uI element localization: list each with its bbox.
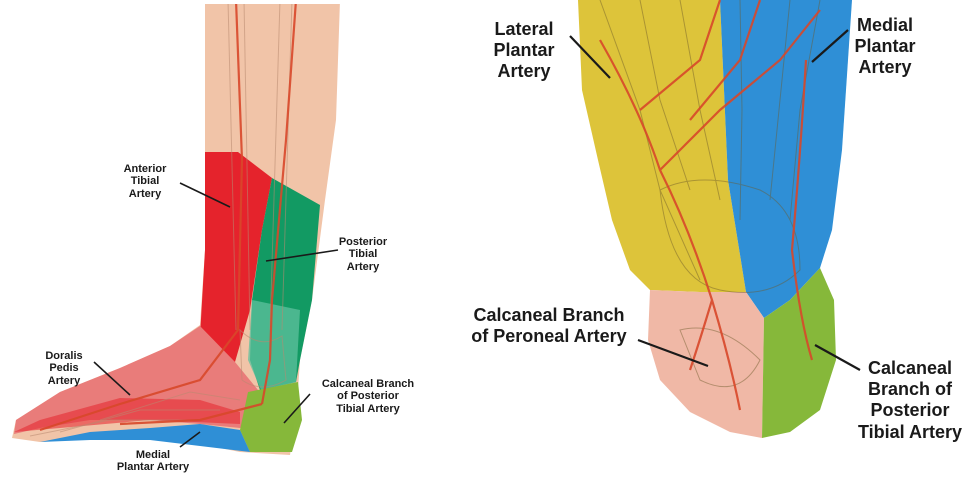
label-calcaneal-branch-posterior-tibial-sole: Calcaneal Branch of Posterior Tibial Art… xyxy=(850,358,970,443)
label-calcaneal-branch-peroneal: Calcaneal Branch of Peroneal Artery xyxy=(455,305,643,347)
label-anterior-tibial-artery: Anterior Tibial Artery xyxy=(115,163,175,200)
label-lateral-plantar-artery: Lateral Plantar Artery xyxy=(486,19,562,83)
calcaneal-posterior-tibial-region xyxy=(240,382,302,452)
label-medial-plantar-artery-side: Medial Plantar Artery xyxy=(104,449,202,474)
sole-view-foot xyxy=(578,0,852,438)
calcaneal-peroneal-region xyxy=(648,290,764,438)
label-calcaneal-branch-posterior-tibial-side: Calcaneal Branch of Posterior Tibial Art… xyxy=(308,378,428,415)
label-doralis-pedis-artery: Doralis Pedis Artery xyxy=(36,350,92,387)
label-posterior-tibial-artery: Posterior Tibial Artery xyxy=(328,236,398,273)
label-medial-plantar-artery-sole: Medial Plantar Artery xyxy=(845,15,925,79)
